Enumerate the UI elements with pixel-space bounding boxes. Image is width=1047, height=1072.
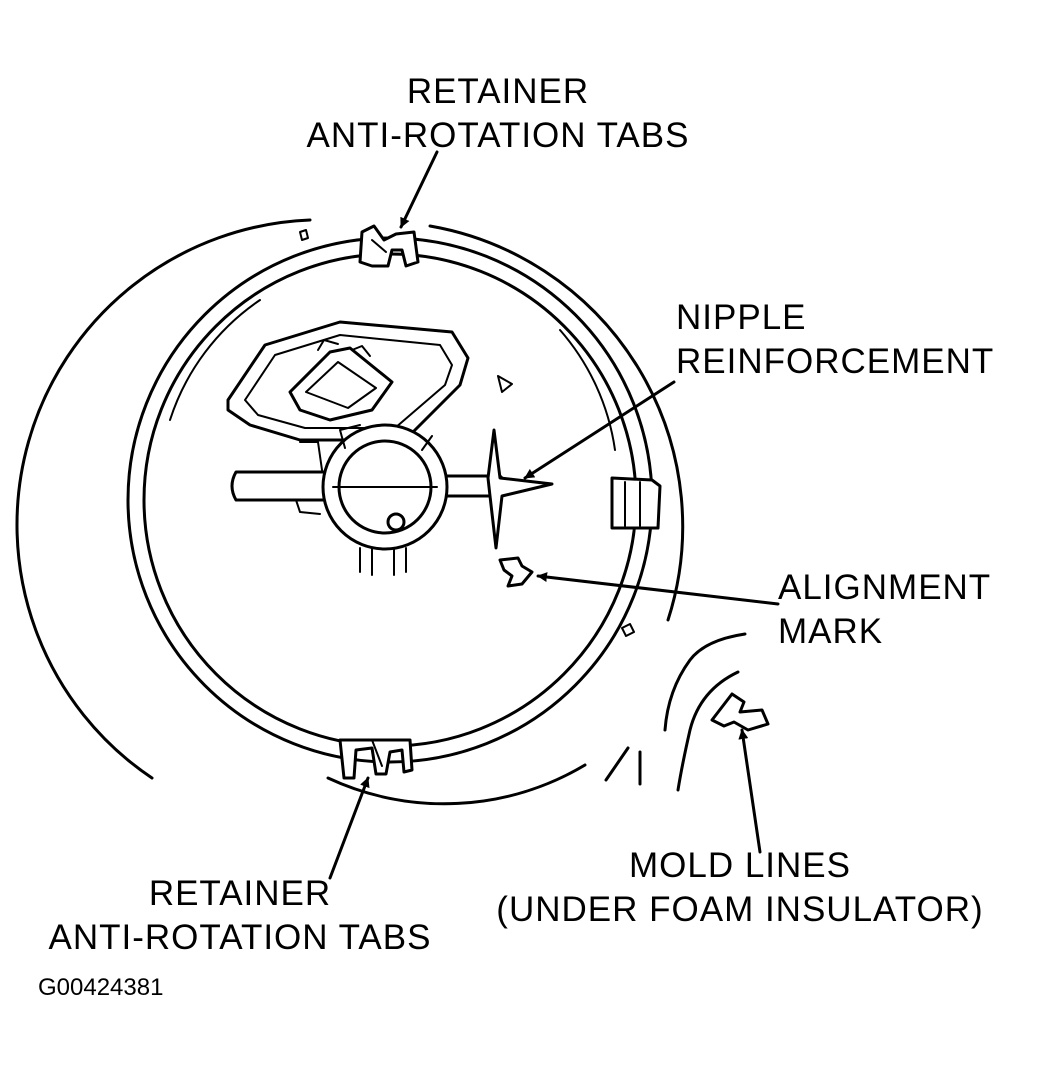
alignment-mark-shape (498, 556, 534, 588)
bottom-tabs-label-line1: RETAINER (148, 874, 332, 913)
top-tabs-label-line2: ANTI-ROTATION TABS (306, 116, 690, 155)
pump-assembly (230, 423, 512, 576)
bottom-tabs-label-line2: ANTI-ROTATION TABS (48, 918, 432, 957)
nipple-reinforcement-label: NIPPLE REINFORCEMENT (676, 296, 994, 384)
alignment-mark-label: ALIGNMENT MARK (778, 566, 991, 654)
small-details (299, 229, 635, 637)
top-retainer-tab (358, 224, 420, 268)
arrow-mold-lines (738, 728, 762, 854)
arrow-top-tabs (399, 150, 439, 229)
bottom-tabs-label: RETAINER ANTI-ROTATION TABS (30, 872, 450, 960)
right-side-notch (610, 476, 662, 530)
top-tabs-label: RETAINER ANTI-ROTATION TABS (288, 70, 708, 158)
mold-label-line2: (UNDER FOAM INSULATOR) (496, 890, 984, 929)
figure-id: G00424381 (38, 974, 164, 1001)
mold-lines-label: MOLD LINES (UNDER FOAM INSULATOR) (470, 844, 1010, 932)
top-tabs-label-line1: RETAINER (406, 72, 590, 111)
arrow-bottom-tabs (328, 776, 370, 880)
nipple-label-line2: REINFORCEMENT (676, 342, 995, 381)
alignment-label-line2: MARK (778, 612, 884, 651)
mold-label-line1: MOLD LINES (629, 846, 851, 885)
alignment-label-line1: ALIGNMENT (778, 568, 992, 607)
arrow-alignment (536, 572, 780, 606)
nipple-label-line1: NIPPLE (676, 298, 807, 337)
bottom-retainer-tab (338, 738, 414, 780)
outer-housing (15, 218, 685, 806)
electrical-connector (226, 320, 470, 442)
nipple-reinforcement-fin (486, 428, 554, 550)
mold-lines (604, 632, 770, 792)
arrow-nipple (523, 380, 676, 480)
leader-arrows (328, 150, 780, 880)
